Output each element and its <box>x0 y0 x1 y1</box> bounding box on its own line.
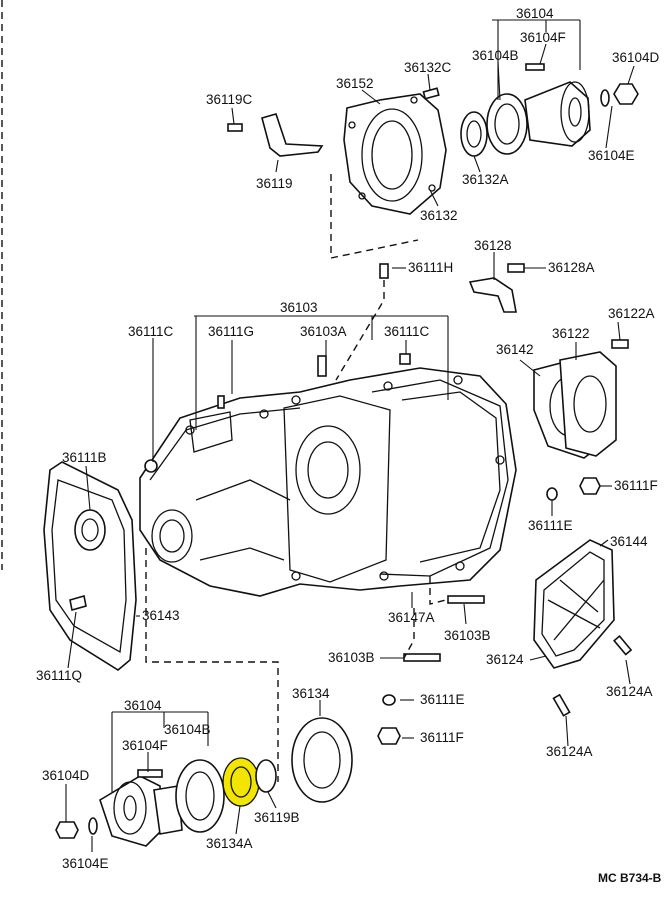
label-36143: 36143 <box>142 608 180 623</box>
front-stud-36104F <box>137 769 163 778</box>
front-housing-36134 <box>291 717 353 803</box>
label-36111C-left: 36111C <box>128 324 174 339</box>
label-36104-bottom: 36104 <box>124 698 162 713</box>
label-36128A: 36128A <box>548 260 595 275</box>
bolt-36122A <box>611 339 629 349</box>
rear-seal-36132A <box>460 111 488 157</box>
snap-ring-36119B <box>255 759 277 793</box>
plug-36111Q <box>69 594 87 612</box>
label-36124A-bottom: 36124A <box>546 744 593 759</box>
label-36119: 36119 <box>256 176 293 191</box>
label-36103: 36103 <box>280 300 318 315</box>
bolt-36128A <box>507 263 525 273</box>
label-36111H: 36111H <box>408 260 453 275</box>
label-36122A: 36122A <box>608 306 655 321</box>
label-36104E-top: 36104E <box>588 148 635 163</box>
label-36103B-left: 36103B <box>328 650 375 665</box>
front-oil-seal-36111B <box>74 509 106 551</box>
rear-bolt-36132C <box>422 87 440 100</box>
highlight-fill <box>223 758 259 806</box>
front-nut-36104D <box>55 821 79 839</box>
label-36111F-bottom: 36111F <box>420 730 464 745</box>
dashed-guide-right <box>429 576 447 605</box>
label-36104B-bottom: 36104B <box>164 722 211 737</box>
front-companion-flange <box>99 775 183 847</box>
label-36103A: 36103A <box>300 324 347 339</box>
label-36122: 36122 <box>552 326 590 341</box>
rear-nut-36104D <box>613 83 639 105</box>
bolt-36124A-lower <box>552 693 571 717</box>
dashed-guide-left <box>145 548 279 782</box>
label-36104F-bottom: 36104F <box>122 738 168 753</box>
label-36104F-top: 36104F <box>520 30 566 45</box>
front-gasket-36143 <box>43 461 137 671</box>
label-36152: 36152 <box>336 76 374 91</box>
label-36104B-top: 36104B <box>472 48 519 63</box>
bolt-36119C <box>227 123 243 132</box>
label-36147A: 36147A <box>388 610 435 625</box>
label-36111G: 36111G <box>208 324 254 339</box>
label-36104-top: 36104 <box>516 6 554 21</box>
label-36103B-right: 36103B <box>444 628 491 643</box>
breather-36111H <box>379 263 389 279</box>
label-36124A-right: 36124A <box>606 684 653 699</box>
label-36128: 36128 <box>474 238 512 253</box>
nut-36111F-right <box>579 477 601 495</box>
label-36132: 36132 <box>420 208 458 223</box>
dashed-guide-top <box>330 174 419 259</box>
rear-washer-36104E <box>600 89 610 107</box>
dashed-guide-mid <box>335 280 385 381</box>
front-dust-deflector-36104B <box>175 759 225 833</box>
bolt-36124A-upper <box>613 635 633 656</box>
label-36111F-right: 36111F <box>614 478 658 493</box>
label-36119C: 36119C <box>206 92 253 107</box>
bracket-36119 <box>261 113 324 157</box>
label-36119B: 36119B <box>254 810 300 825</box>
pin-36111G <box>217 395 225 409</box>
plug-36111C-right <box>399 353 411 365</box>
bolt-36103B-left <box>403 653 441 662</box>
bottom-cover-36144 <box>533 539 615 669</box>
label-36144: 36144 <box>610 534 648 549</box>
plug-36111C-left <box>144 459 158 473</box>
label-36104D-top: 36104D <box>612 50 660 65</box>
label-36124: 36124 <box>486 652 524 667</box>
label-36134A: 36134A <box>206 836 253 851</box>
label-36111Q: 36111Q <box>36 668 82 683</box>
label-36111B: 36111B <box>62 450 107 465</box>
label-36134: 36134 <box>292 686 330 701</box>
washer-36111E-bottom <box>382 694 396 706</box>
rear-stud-36104F <box>525 63 545 71</box>
nut-36111F-bottom <box>377 727 401 745</box>
rear-extension-housing <box>343 93 447 215</box>
label-36132A: 36132A <box>462 172 509 187</box>
bolt-36103B-right <box>447 595 485 604</box>
label-36132C: 36132C <box>404 60 452 75</box>
bracket-36128 <box>468 277 517 313</box>
bolt-36103A <box>317 355 327 377</box>
front-oil-seal-36134A-highlight <box>222 757 260 807</box>
label-36142: 36142 <box>496 342 534 357</box>
transfer-case-housing <box>139 367 517 597</box>
drawing-code: MC B734-B <box>598 871 662 885</box>
label-36104D-bottom: 36104D <box>42 768 90 783</box>
washer-36111E-right <box>546 487 558 501</box>
front-washer-36104E <box>88 817 98 835</box>
label-36104E-bottom: 36104E <box>62 856 109 871</box>
part-labels: 36104 36104F 36104B 36104D 36132C 36152 … <box>36 6 662 885</box>
label-36111E-right: 36111E <box>528 518 573 533</box>
label-36111E-bottom: 36111E <box>420 692 465 707</box>
side-cover-36122 <box>559 351 617 457</box>
label-36111C-right: 36111C <box>384 324 430 339</box>
rear-companion-flange <box>486 81 591 155</box>
leader-lines <box>65 19 635 852</box>
